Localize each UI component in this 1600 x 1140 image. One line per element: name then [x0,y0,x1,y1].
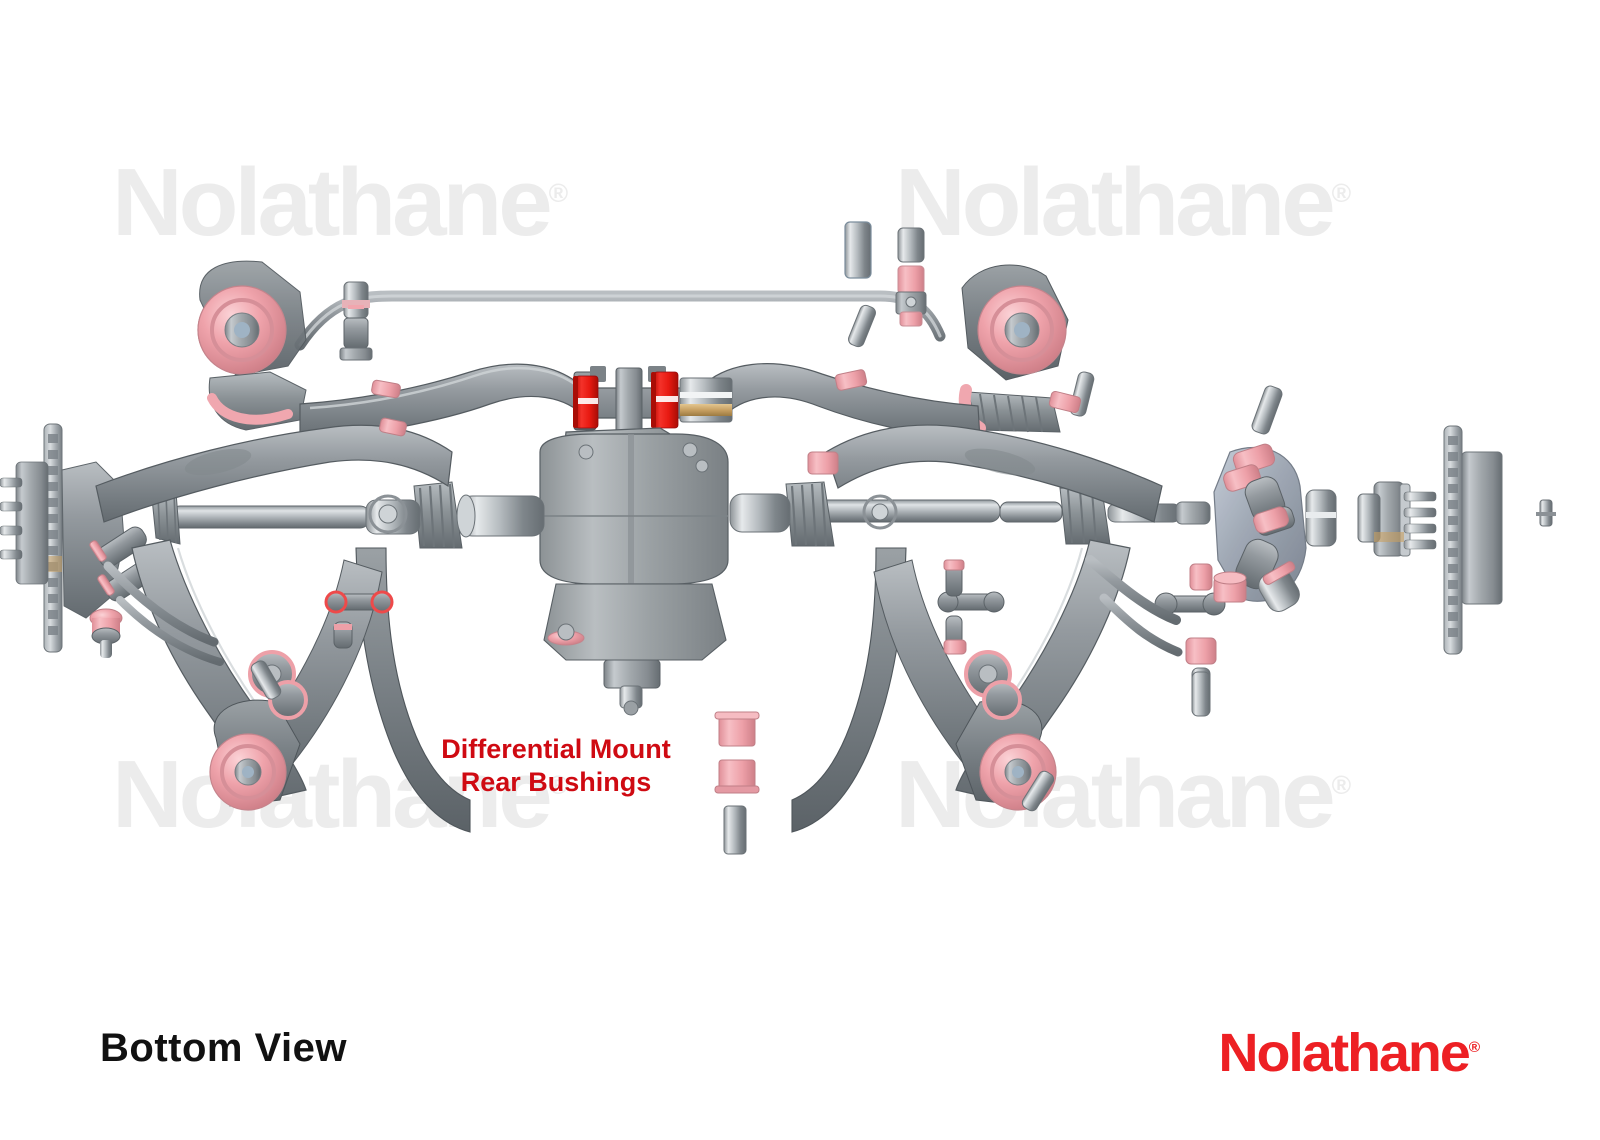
differential-front-mount-bushing [547,623,585,646]
watermark-nolathane-top-right: Nolathane® [895,149,1352,256]
loose-steel-sleeve [723,805,747,855]
sway-bar-mount-left [339,281,373,361]
callout-differential-mount-rear-bushings: Differential Mount Rear Bushings [425,733,687,799]
upper-control-arm-right [825,424,1163,523]
right-spring-assembly [958,264,1069,434]
loose-sleeve-bottom-right [1021,770,1055,812]
retaining-clip-right [1536,499,1556,527]
loose-sleeve-lower-right [1191,671,1211,717]
loose-bushing-half-upper [714,711,760,747]
loose-differential-bushing-parts [714,711,760,855]
loose-bushing-right [1213,571,1247,603]
left-curved-rods [103,561,224,666]
differential-mount-rear-bushing-lower [651,371,679,429]
half-shaft-right [729,481,1211,547]
loose-sleeve-diagonal [848,304,876,348]
half-shaft-left [151,481,545,549]
right-curved-rods [1085,555,1183,657]
differential-mount-sleeve [679,377,733,423]
lower-bushing-left [209,699,301,811]
upper-control-arm-left [95,424,453,523]
callout-line-1: Differential Mount [441,734,671,764]
cv-boot-left-inner [413,481,463,549]
watermark-nolathane-top-left: Nolathane® [112,149,569,256]
differential-housing [539,427,729,716]
brake-rotor-right [1443,425,1503,655]
stabilizer-link-left [324,590,394,649]
knuckle-right-exploded [1069,371,1307,612]
trailing-arm-right [791,547,907,833]
crossmember-pads [371,369,1082,475]
wheel-bearing-right [1305,489,1337,547]
sway-bar [294,290,946,351]
loose-bushing-half-lower [714,759,760,794]
shaft-bearing-right [862,494,898,530]
wheel-hub-right [1357,481,1437,557]
nolathane-logo: Nolathane® [1218,1022,1480,1084]
loose-sleeve-right-upper [1251,385,1283,435]
differential-mount-rear-bushings-highlight [573,366,733,433]
mid-joint-right [964,650,1022,720]
left-lower-bushing [89,608,123,658]
left-spring-assembly [197,260,307,431]
loose-sleeve-top [844,221,872,279]
callout-line-2: Rear Bushings [460,767,652,797]
trailing-arm-left [355,547,471,833]
cv-boot-right-inner [785,481,835,547]
sway-bar-mount-right [895,227,927,327]
brake-rotor-left [43,423,63,653]
knuckle-bushings [1223,443,1300,612]
stabilizer-link-right [937,559,1005,655]
differential-mount-rear-bushing-upper [573,375,599,429]
loose-sleeve-bottom-left [250,660,282,700]
registered-trademark-icon: ® [1468,1039,1480,1056]
wheel-hub-left [0,461,49,585]
left-wheel-assembly [0,423,155,658]
shaft-bearing-left [368,494,408,534]
nolathane-logo-text: Nolathane [1218,1023,1470,1083]
page-title-bottom-view: Bottom View [100,1026,348,1070]
cv-boot-right-outer [1059,487,1111,545]
watermark-nolathane-bottom-left: Nolathane® [112,741,569,848]
